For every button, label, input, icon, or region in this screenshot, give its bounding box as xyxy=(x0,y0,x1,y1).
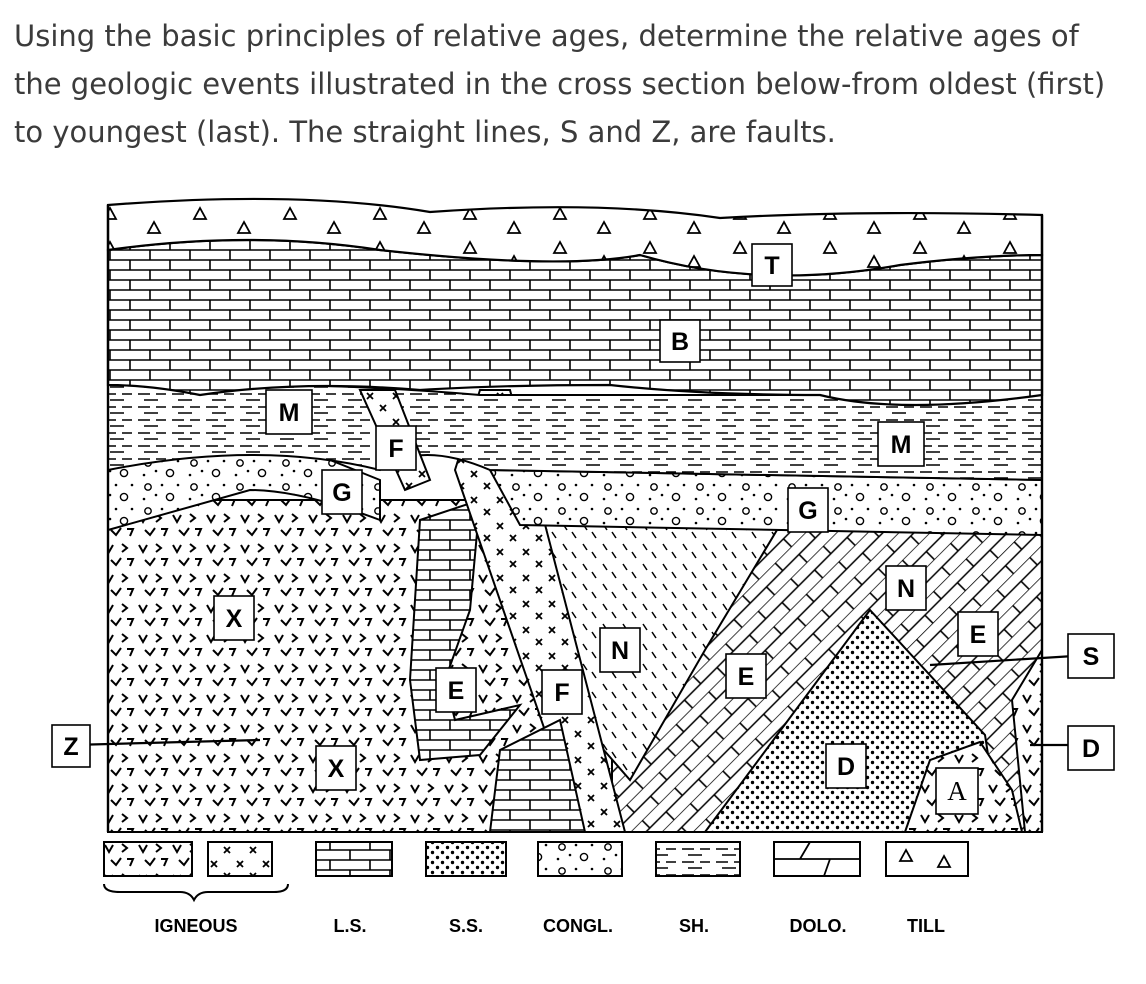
legend-swatch-sandstone xyxy=(425,841,507,877)
svg-text:N: N xyxy=(897,575,915,603)
tag-fault-s: S xyxy=(1067,633,1115,679)
legend-swatch-shale xyxy=(655,841,741,877)
legend-swatch-igneous-v xyxy=(103,841,193,877)
legend-label-limestone: L.S. xyxy=(333,916,366,936)
legend-label-sandstone: S.S. xyxy=(449,916,483,936)
tag-g-right: G xyxy=(787,487,829,533)
svg-text:T: T xyxy=(764,252,779,280)
svg-text:G: G xyxy=(332,479,351,507)
svg-text:M: M xyxy=(891,431,912,459)
svg-text:M: M xyxy=(279,399,300,427)
svg-text:A: A xyxy=(947,776,967,806)
igneous-brace xyxy=(103,883,289,903)
svg-text:F: F xyxy=(554,679,569,707)
tag-e-left: E xyxy=(435,667,477,713)
legend: IGNEOUS L.S. S.S. CONGL. SH. DOLO. TILL xyxy=(103,841,969,936)
tag-m-left: M xyxy=(265,389,313,435)
svg-text:X: X xyxy=(226,605,243,633)
tag-fault-d: D xyxy=(1067,725,1115,771)
svg-text:E: E xyxy=(448,677,465,705)
svg-text:D: D xyxy=(1082,735,1100,763)
section-layers xyxy=(71,197,1091,833)
tag-a: A xyxy=(935,767,979,815)
legend-label-dolomite: DOLO. xyxy=(790,916,847,936)
tag-e-upper: E xyxy=(957,611,999,657)
tag-b: B xyxy=(659,319,701,363)
tag-n-upper: N xyxy=(885,565,927,611)
svg-text:E: E xyxy=(738,663,755,691)
legend-swatch-till xyxy=(885,841,969,877)
legend-label-till: TILL xyxy=(907,916,945,936)
tag-g-left: G xyxy=(321,469,363,515)
legend-label-igneous: IGNEOUS xyxy=(154,916,237,936)
conglomerate-g-right xyxy=(488,468,1043,537)
fault-z xyxy=(71,738,261,747)
svg-text:F: F xyxy=(388,435,403,463)
limestone-pocket xyxy=(488,718,587,833)
tag-f-lower: F xyxy=(541,669,583,715)
tag-x-upper: X xyxy=(213,595,255,641)
tag-f-upper: F xyxy=(375,425,417,471)
tag-fault-z: Z xyxy=(51,724,91,768)
tag-d-unit: D xyxy=(825,743,867,789)
legend-label-conglomerate: CONGL. xyxy=(543,916,613,936)
legend-swatch-conglomerate xyxy=(537,841,623,877)
svg-text:B: B xyxy=(671,328,689,356)
svg-text:D: D xyxy=(837,753,855,781)
tag-x-lower: X xyxy=(315,745,357,791)
legend-swatch-igneous-x xyxy=(207,841,273,877)
svg-text:N: N xyxy=(611,637,629,665)
tag-m-right: M xyxy=(877,421,925,467)
fault-s xyxy=(929,653,1091,667)
svg-text:E: E xyxy=(970,621,987,649)
svg-text:S: S xyxy=(1083,643,1100,671)
svg-text:Z: Z xyxy=(63,733,78,761)
unit-tags: T B M M F G G X X N N E E E F D A Z S D xyxy=(51,243,1115,815)
svg-text:X: X xyxy=(328,755,345,783)
legend-label-shale: SH. xyxy=(679,916,709,936)
svg-text:G: G xyxy=(798,497,817,525)
till-t xyxy=(106,197,1044,277)
tag-t: T xyxy=(751,243,793,287)
legend-swatch-limestone xyxy=(315,841,393,877)
legend-swatch-dolomite xyxy=(773,841,861,877)
tag-n-lower: N xyxy=(599,627,641,673)
question-text: Using the basic principles of relative a… xyxy=(14,19,1106,149)
tag-e-mid: E xyxy=(725,653,767,699)
